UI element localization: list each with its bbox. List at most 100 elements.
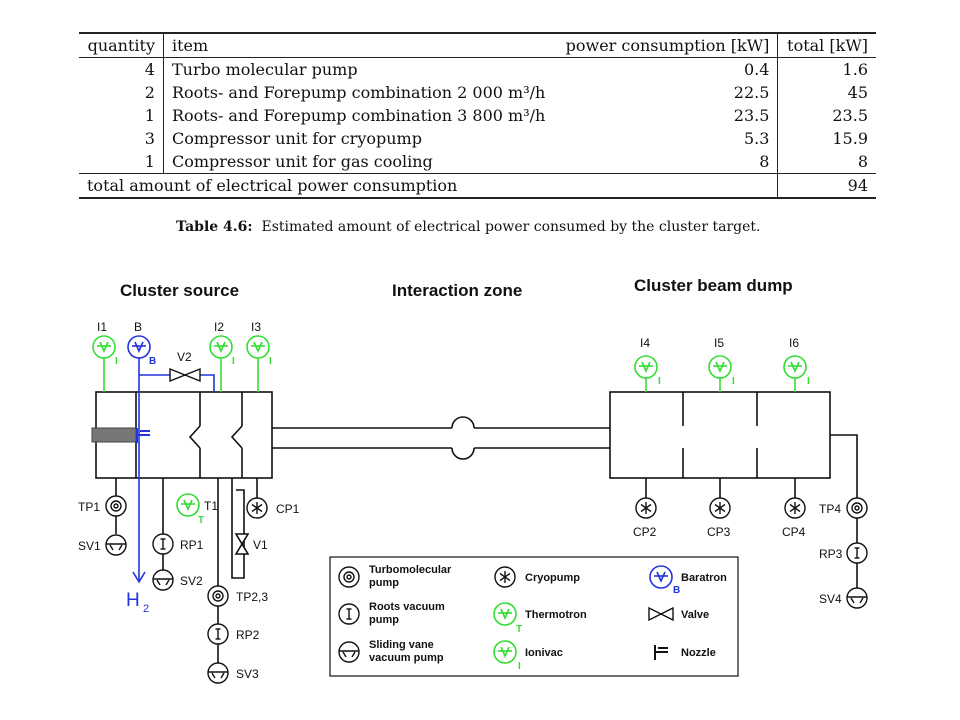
caption-text: Estimated amount of electrical power con… [261,219,761,235]
baratron-gauge-b: B B [127,320,156,580]
legend: Turbomolecular pump Roots vacuum pump Sl… [329,556,739,677]
svg-text:Cryopump: Cryopump [525,572,580,584]
ionivac-gauge-i2: I I2 [209,320,235,392]
label-b: B [134,320,142,334]
cell-total: 8 [777,150,876,174]
svg-text:Sliding vane: Sliding vane [369,639,434,651]
svg-text:Ionivac: Ionivac [525,647,563,659]
svg-text:Roots vacuum: Roots vacuum [369,601,445,613]
header-quantity: quantity [79,32,164,58]
vacuum-system-diagram: Cluster source Interaction zone Cluster … [78,276,868,684]
thermotron-gauge-t1: T T1 [176,493,218,526]
label-cp3: CP3 [707,525,731,539]
cryopump-cp3: CP3 [707,478,731,539]
header-item: item [162,32,557,58]
svg-text:I: I [232,356,235,367]
label-i5: I5 [714,336,724,350]
pump-stack-rp1: RP1 SV2 [152,478,204,591]
cell-total: 45 [777,81,876,104]
cell-total: 15.9 [777,127,876,150]
svg-text:T: T [516,624,522,635]
cell-quantity: 3 [144,129,155,148]
label-v1: V1 [253,538,268,552]
label-i2: I2 [214,320,224,334]
svg-text:pump: pump [369,614,399,626]
cell-power: 22.5 [733,83,770,102]
legend-nozzle-label: Nozzle [681,647,716,659]
ionivac-gauge-i4: I I4 [634,336,661,392]
cryopump-cp4: CP4 [782,478,806,539]
ionivac-gauge-i1: I I1 [92,320,118,392]
cell-quantity: 4 [144,60,155,79]
legend-ionivac: I Ionivac [493,640,563,672]
legend-baratron: B Baratron [649,565,727,596]
nozzle-holder [91,427,137,443]
label-sv3: SV3 [236,667,259,681]
title-cluster-source: Cluster source [120,281,239,300]
cell-item: Turbo molecular pump [162,57,557,81]
table-footer-row: total amount of electrical power consump… [79,173,876,199]
cryopump-cp1: CP1 [246,478,300,519]
cell-power: 0.4 [743,60,770,79]
label-i1: I1 [97,320,107,334]
label-h2-subscript: 2 [143,603,149,615]
cell-power: 8 [759,152,770,171]
table-caption: Table 4.6: Estimated amount of electrica… [176,219,760,235]
valve-v2: V2 [139,350,215,392]
svg-text:pump: pump [369,577,399,589]
cell-quantity: 2 [144,83,155,102]
table-row: 1 Roots- and Forepump combination 3 800 … [79,104,876,127]
legend-nozzle [654,645,668,660]
cell-item: Compressor unit for cryopump [162,127,557,150]
svg-text:I: I [518,661,521,672]
label-tp23: TP2,3 [236,590,268,604]
cell-item: Roots- and Forepump combination 3 800 m³… [162,104,557,127]
legend-valve: Valve [648,606,709,622]
svg-text:B: B [149,356,156,367]
label-rp3: RP3 [819,547,843,561]
label-cp2: CP2 [633,525,657,539]
svg-text:Turbomolecular: Turbomolecular [369,564,452,576]
cryopump-cp2: CP2 [633,478,657,539]
cell-item: Compressor unit for gas cooling [162,150,557,174]
cell-quantity: 1 [144,106,155,125]
label-i4: I4 [640,336,650,350]
table-row: 3 Compressor unit for cryopump 5.3 15.9 [79,127,876,150]
legend-roots-vacuum-pump: Roots vacuum pump [338,601,445,626]
table-row: 1 Compressor unit for gas cooling 8 8 [79,150,876,174]
svg-text:Valve: Valve [681,609,709,621]
cell-power: 5.3 [743,129,770,148]
pump-stack-tp4: TP4 RP3 SV4 [819,497,868,609]
label-h2: H [126,590,140,611]
svg-text:T: T [198,515,204,526]
svg-text:I: I [658,376,661,387]
label-tp4: TP4 [819,502,841,516]
ionivac-gauge-i6: I I6 [783,336,810,392]
legend-turbomolecular-pump: Turbomolecular pump [338,564,452,589]
cell-item: Roots- and Forepump combination 2 000 m³… [162,81,557,104]
legend-thermotron: T Thermotron [493,602,587,635]
label-cp4: CP4 [782,525,806,539]
svg-text:Baratron: Baratron [681,572,727,584]
cell-total: 1.6 [777,57,876,81]
label-i3: I3 [251,320,261,334]
legend-cryopump: Cryopump [494,566,580,588]
label-sv2: SV2 [180,574,203,588]
pump-stack-tp1: TP1 SV1 [78,478,127,556]
footer-label: total amount of electrical power consump… [79,173,778,199]
power-consumption-table: quantity item power consumption [kW] tot… [79,32,876,199]
pump-stack-tp23: TP2,3 RP2 SV3 [207,478,268,684]
label-sv4: SV4 [819,592,842,606]
caption-label: Table 4.6: [176,219,253,235]
ionivac-gauge-i3: I I3 [246,320,272,392]
label-i6: I6 [789,336,799,350]
header-total: total [kW] [777,32,876,58]
beam-dump-chamber [609,391,858,498]
cell-quantity: 1 [144,152,155,171]
table-header-row: quantity item power consumption [kW] tot… [79,32,876,58]
label-v2: V2 [177,350,192,364]
label-t1: T1 [204,499,218,513]
svg-text:I: I [807,376,810,387]
title-cluster-beam-dump: Cluster beam dump [634,276,793,295]
svg-text:I: I [269,356,272,367]
